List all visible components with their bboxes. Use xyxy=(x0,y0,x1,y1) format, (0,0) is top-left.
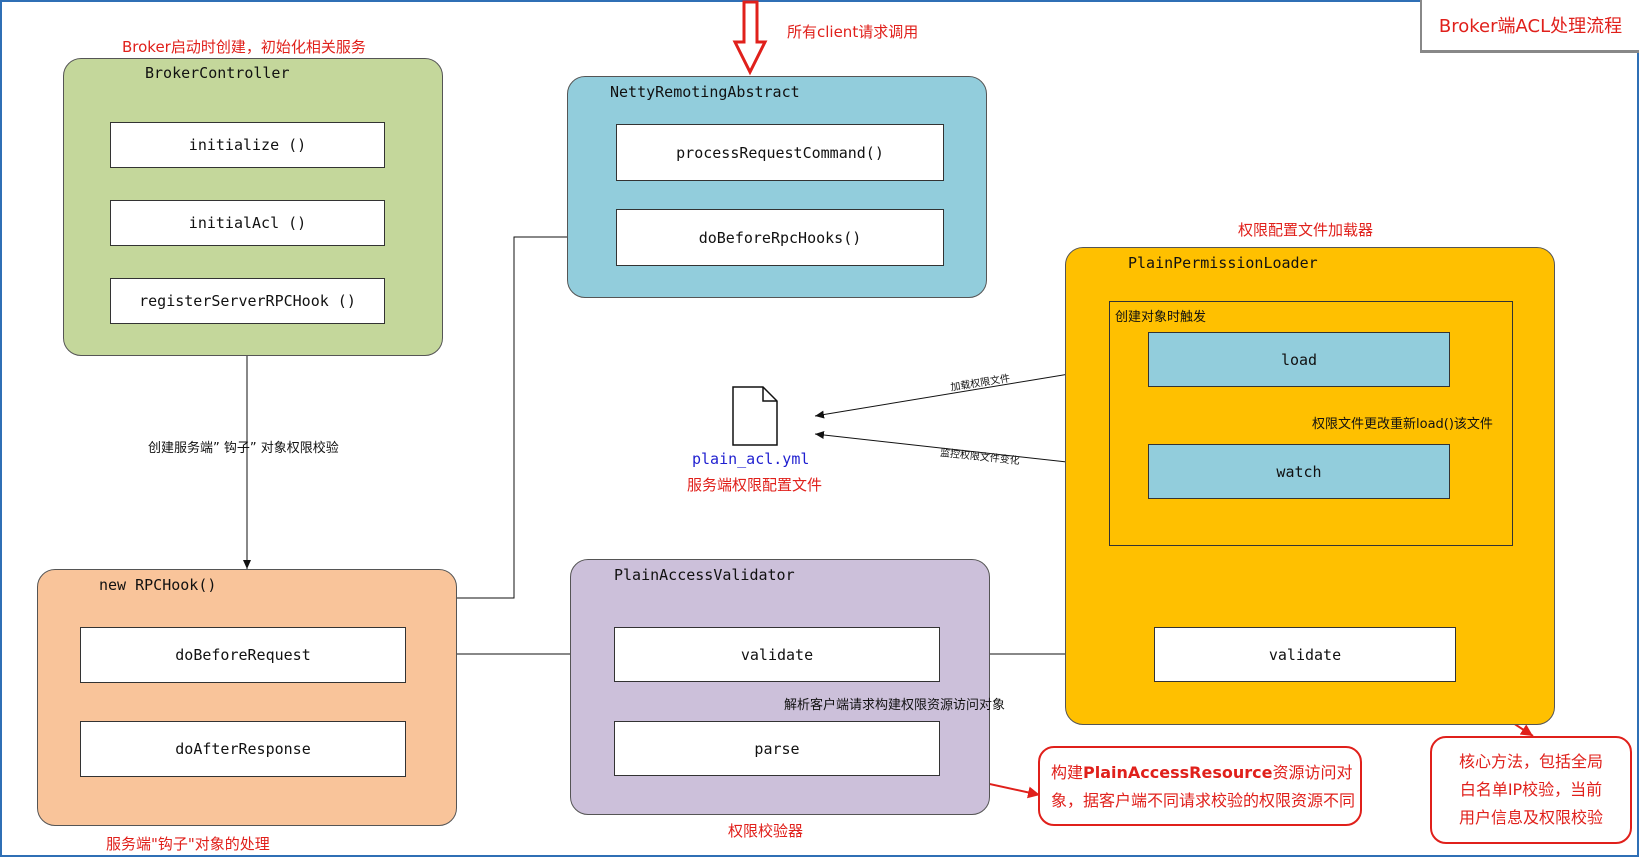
diagram-title: Broker端ACL处理流程 xyxy=(1420,0,1639,53)
watch-method: watch xyxy=(1148,444,1450,499)
validator-validate-method: validate xyxy=(614,627,940,682)
client-request-red-arrow xyxy=(732,0,768,76)
rpchook-title: new RPCHook() xyxy=(99,576,217,594)
label-parse-request: 解析客户端请求构建权限资源访问对象 xyxy=(784,698,1006,713)
caption-hook-processing: 服务端"钩子"对象的处理 xyxy=(106,835,270,853)
caption-client-requests: 所有client请求调用 xyxy=(787,23,919,41)
parse-resource-note-line2: 象，据客户端不同请求校验的权限资源不同 xyxy=(1051,791,1356,810)
registerserverrpchook-method: registerServerRPCHook () xyxy=(110,278,385,324)
broker-controller-title: BrokerController xyxy=(145,64,290,82)
initialacl-method: initialAcl () xyxy=(110,200,385,246)
load-method: load xyxy=(1148,332,1450,387)
plain-access-validator-title: PlainAccessValidator xyxy=(614,566,795,584)
doafterresponse-method: doAfterResponse xyxy=(80,721,406,777)
on-create-trigger-group xyxy=(1109,301,1513,546)
netty-remoting-title: NettyRemotingAbstract xyxy=(610,83,800,101)
parse-resource-note: 构建PlainAccessResource资源访问对 象，据客户端不同请求校验的… xyxy=(1038,746,1362,826)
acl-file-name: plain_acl.yml xyxy=(692,450,810,468)
document-icon xyxy=(732,386,778,446)
plain-permission-loader-title: PlainPermissionLoader xyxy=(1128,254,1318,272)
label-reload: 权限文件更改重新load()该文件 xyxy=(1312,417,1493,432)
rpchook-container xyxy=(37,569,457,826)
acl-file-description: 服务端权限配置文件 xyxy=(687,476,823,494)
plain-access-validator-container xyxy=(570,559,990,815)
on-create-trigger-title: 创建对象时触发 xyxy=(1115,310,1207,325)
processrequestcommand-method: processRequestCommand() xyxy=(616,124,944,181)
caption-broker-startup: Broker启动时创建，初始化相关服务 xyxy=(122,38,366,56)
caption-validator: 权限校验器 xyxy=(728,822,804,840)
core-method-note-line3: 用户信息及权限校验 xyxy=(1458,808,1603,827)
dobeforerpchooks-method: doBeforeRpcHooks() xyxy=(616,209,944,266)
initialize-method: initialize () xyxy=(110,122,385,168)
parse-resource-note-line1: 构建PlainAccessResource资源访问对 xyxy=(1051,763,1353,782)
core-method-note-line1: 核心方法，包括全局 xyxy=(1458,752,1603,771)
label-create-hook: 创建服务端” 钩子” 对象权限校验 xyxy=(148,441,339,456)
core-method-note-line2: 白名单IP校验，当前 xyxy=(1459,780,1603,799)
dobeforerequest-method: doBeforeRequest xyxy=(80,627,406,683)
caption-permission-loader: 权限配置文件加载器 xyxy=(1238,221,1374,239)
core-method-note: 核心方法，包括全局 白名单IP校验，当前 用户信息及权限校验 xyxy=(1430,736,1632,844)
loader-validate-method: validate xyxy=(1154,627,1456,682)
parse-method: parse xyxy=(614,721,940,776)
